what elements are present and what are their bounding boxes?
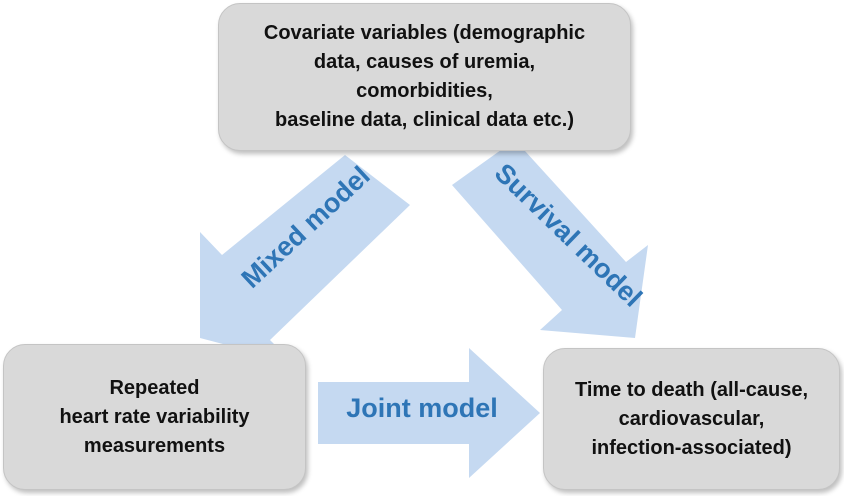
covariate-variables-box: Covariate variables (demographic data, c… — [218, 3, 631, 151]
joint-model-label: Joint model — [346, 393, 498, 423]
heart-rate-variability-text: Repeated heart rate variability measurem… — [59, 376, 250, 457]
time-to-death-text: Time to death (all-cause, cardiovascular… — [574, 378, 809, 459]
joint-model-arrow — [318, 348, 540, 478]
heart-rate-variability-box: Repeated heart rate variability measurem… — [3, 344, 306, 490]
survival-model-arrow — [452, 140, 648, 338]
time-to-death-box: Time to death (all-cause, cardiovascular… — [543, 348, 840, 490]
mixed-model-arrow — [200, 155, 410, 362]
covariate-variables-text: Covariate variables (demographic data, c… — [263, 22, 586, 131]
